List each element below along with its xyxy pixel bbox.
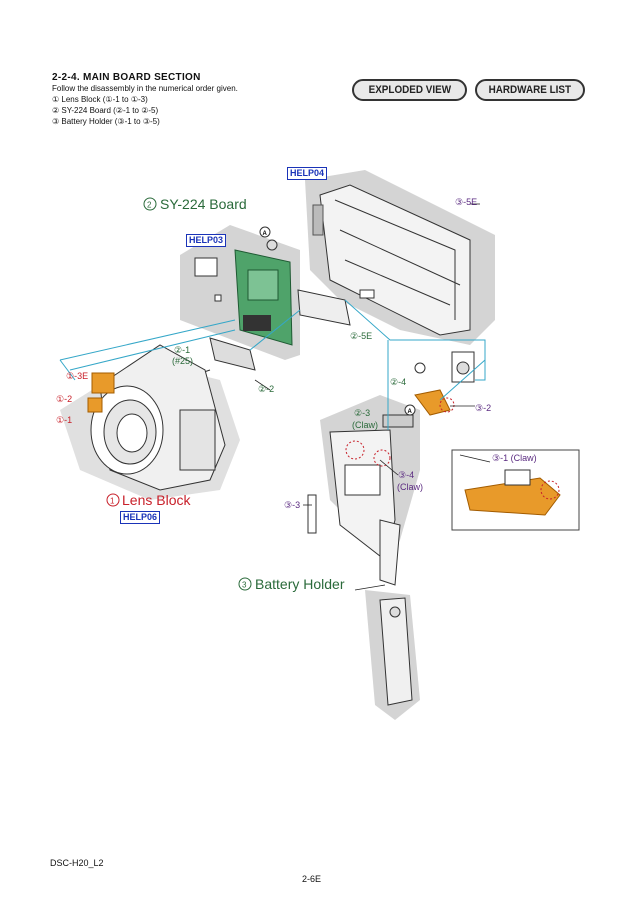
callout-lens-block: 1 Lens Block: [106, 492, 191, 508]
step-2-text: ② SY-224 Board (②-1 to ②-5): [52, 106, 159, 115]
callout-sy224: 2 SY-224 Board: [143, 196, 247, 212]
label-2-2: ②-2: [258, 384, 274, 394]
label-3-5e: ③-5E: [455, 197, 477, 207]
callout-lines: [254, 203, 491, 591]
step-3-text: ③ Battery Holder (③-1 to ③-5): [52, 117, 160, 126]
label-2-1-sub: (#25): [172, 356, 193, 366]
claw-markers: [345, 397, 455, 467]
instruction-text: Follow the disassembly in the numerical …: [52, 84, 238, 93]
sy224-board-label: SY-224 Board: [160, 196, 247, 212]
sy224-board-part: [194, 239, 293, 346]
circle-1-label: 1: [110, 497, 115, 506]
part-callouts: ②-1 (#25) ②-2 ②-3 (Claw) ②-4 ②-5E ③-2 ③-…: [56, 197, 537, 510]
section-title: 2-2-4. MAIN BOARD SECTION: [52, 72, 201, 83]
help03-tag[interactable]: HELP03: [186, 234, 227, 247]
label-2-5e: ②-5E: [350, 331, 372, 341]
battery-holder-label: Battery Holder: [255, 576, 345, 592]
exploded-view-button[interactable]: EXPLODED VIEW: [352, 79, 467, 101]
marker-a-2: A: [408, 409, 413, 415]
label-1-1: ①-1: [56, 415, 72, 425]
flex-part-orange: [414, 351, 475, 416]
battery-holder-part: [307, 414, 414, 706]
step-1-text: ① Lens Block (①-1 to ①-3): [52, 95, 148, 104]
reference-a-markers: A A: [259, 226, 416, 416]
label-2-1: ②-1: [174, 345, 190, 355]
help04-tag[interactable]: HELP04: [287, 167, 328, 180]
label-1-2: ①-2: [56, 394, 72, 404]
label-3-2: ③-2: [475, 403, 491, 413]
label-3-1-claw: ③-1 (Claw): [492, 453, 537, 463]
lens-block-part: [87, 344, 226, 491]
help06-tag[interactable]: HELP06: [120, 511, 161, 524]
label-2-3-sub: (Claw): [352, 420, 378, 430]
model-code: DSC-H20_L2: [50, 858, 104, 868]
claw-detail-inset: [451, 449, 580, 531]
page-number: 2-6E: [302, 874, 322, 884]
hardware-list-label: HARDWARE LIST: [488, 84, 572, 96]
lens-block-label: Lens Block: [122, 492, 191, 508]
label-1-3e: ①-3E: [66, 371, 88, 381]
label-2-4: ②-4: [390, 377, 406, 387]
label-3-4: ③-4: [398, 470, 414, 480]
label-2-3: ②-3: [354, 408, 370, 418]
label-3-3: ③-3: [284, 500, 300, 510]
label-3-4-sub: (Claw): [397, 482, 423, 492]
leader-lines: [59, 299, 486, 430]
section-header: 2-2-4. MAIN BOARD SECTION Follow the dis…: [52, 72, 352, 127]
exploded-view-label: EXPLODED VIEW: [368, 84, 451, 96]
circle-2-label: 2: [147, 201, 152, 210]
main-frame-part: [297, 184, 471, 336]
callout-battery-holder: 3 Battery Holder: [238, 576, 345, 592]
marker-a-1: A: [263, 231, 268, 237]
circle-3-label: 3: [242, 581, 247, 590]
hardware-list-button[interactable]: HARDWARE LIST: [475, 79, 585, 101]
